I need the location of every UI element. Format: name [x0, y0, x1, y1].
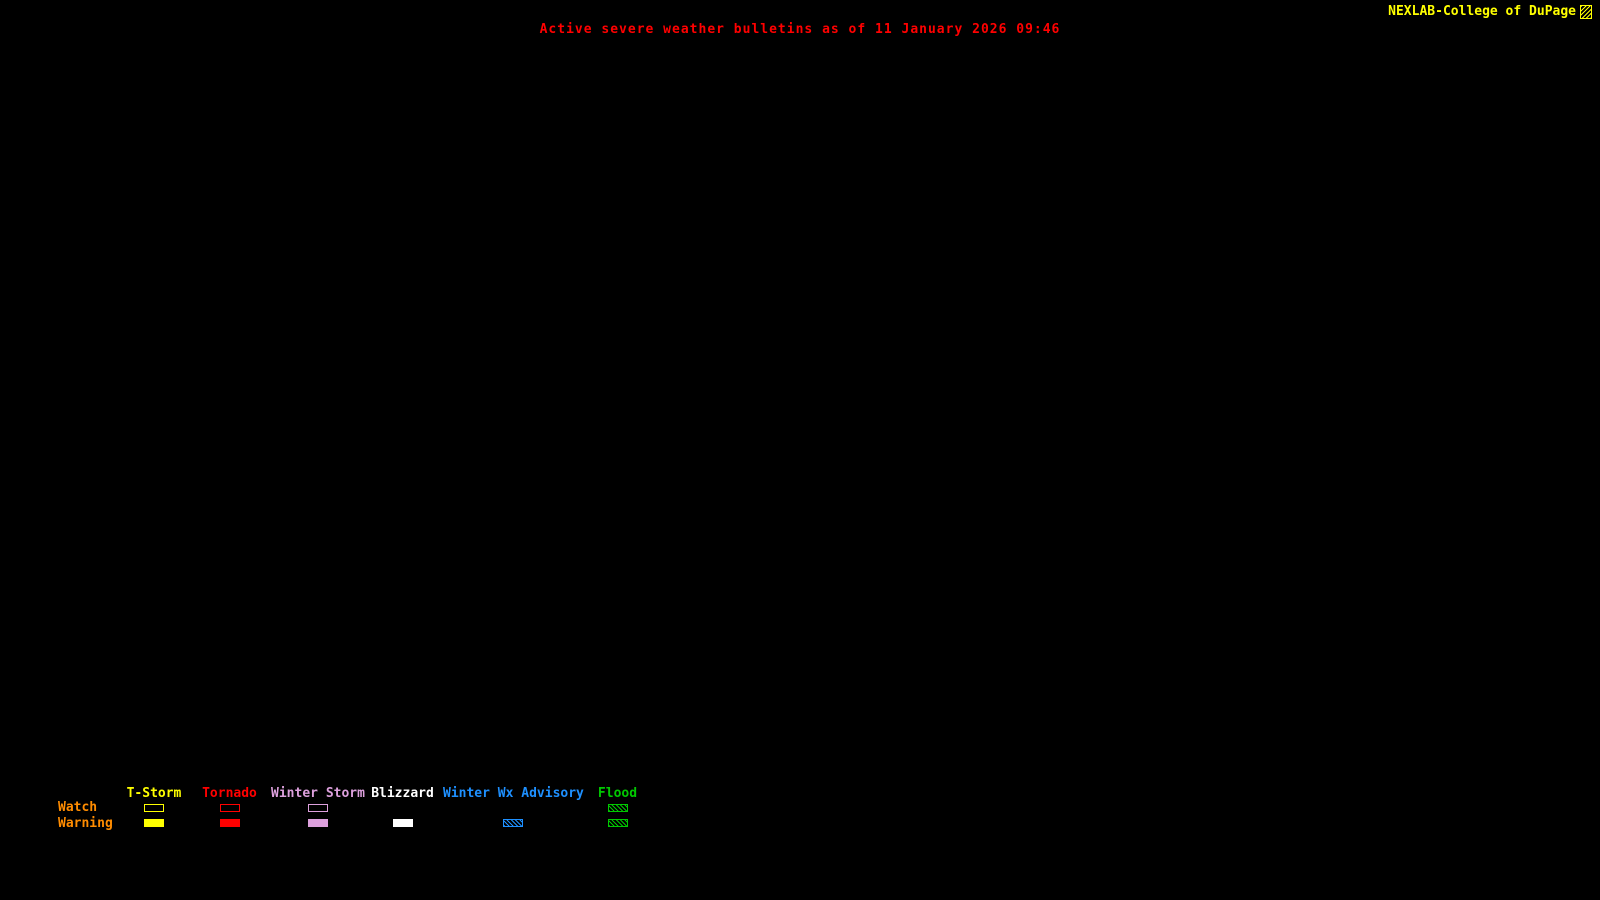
legend-column-label: Blizzard [371, 786, 434, 801]
warning-swatch [392, 819, 413, 827]
legend: Watch Warning T-Storm Tornado Winter Sto… [0, 786, 700, 840]
page-title: Active severe weather bulletins as of 11… [539, 22, 1061, 37]
watch-swatch [308, 804, 328, 812]
legend-column-winter-wx-advisory: Winter Wx Advisory [443, 786, 584, 840]
legend-column-tstorm: T-Storm [122, 786, 186, 840]
warning-swatch [144, 819, 164, 827]
warning-swatch [607, 819, 628, 827]
legend-column-tornado: Tornado [200, 786, 259, 840]
legend-row-label-watch: Watch [58, 800, 98, 815]
legend-column-label: Winter Storm [271, 786, 365, 801]
legend-column-label: Tornado [202, 786, 257, 801]
legend-column-winter-storm: Winter Storm [269, 786, 367, 840]
warning-swatch [502, 819, 523, 827]
warning-swatch [308, 819, 328, 827]
nexlab-logo-icon [1580, 4, 1592, 19]
brand: NEXLAB-College of DuPage [1388, 4, 1592, 19]
brand-label: NEXLAB-College of DuPage [1388, 4, 1576, 19]
watch-swatch [144, 804, 164, 812]
legend-column-label: Flood [597, 786, 638, 801]
legend-column-label: Winter Wx Advisory [443, 786, 584, 801]
legend-row-label-warning: Warning [58, 816, 113, 831]
legend-column-label: T-Storm [126, 786, 182, 801]
legend-column-flood: Flood [597, 786, 638, 840]
watch-swatch [219, 804, 240, 812]
warning-swatch [219, 819, 240, 827]
legend-column-blizzard: Blizzard [371, 786, 434, 840]
watch-swatch [607, 804, 628, 812]
